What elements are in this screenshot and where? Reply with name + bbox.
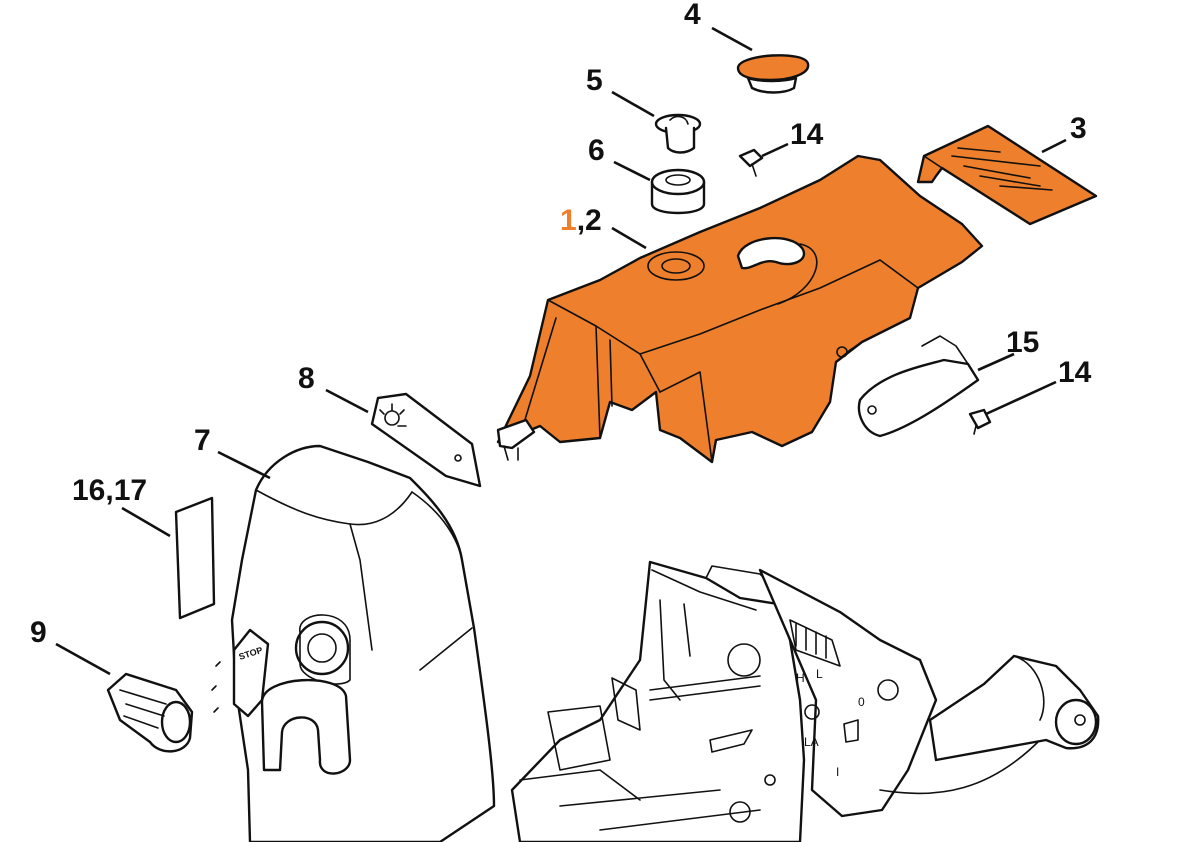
shroud-part bbox=[496, 154, 984, 464]
callout-1-accent: 1 bbox=[560, 204, 577, 237]
screw-part bbox=[968, 408, 992, 435]
callout-9: 9 bbox=[30, 616, 47, 649]
cover-plate-part bbox=[916, 124, 1098, 226]
callout-6: 6 bbox=[588, 134, 605, 167]
crankcase-housing: H L LA 0 I bbox=[510, 560, 1100, 842]
callout-14-bottom: 14 bbox=[1058, 356, 1092, 389]
label-part bbox=[174, 496, 216, 620]
mark-zero: 0 bbox=[858, 695, 865, 709]
mark-h: H bbox=[796, 671, 805, 685]
leader-lines bbox=[55, 26, 1067, 676]
callout-8: 8 bbox=[298, 362, 315, 395]
callout-14-top: 14 bbox=[790, 118, 824, 151]
callout-7: 7 bbox=[194, 424, 211, 457]
callout-2-rest: ,2 bbox=[577, 204, 602, 237]
callout-4: 4 bbox=[684, 0, 701, 31]
carburetor-box-cover-part: STOP bbox=[211, 444, 496, 842]
screw-part bbox=[738, 148, 764, 177]
callout-3: 3 bbox=[1070, 112, 1087, 145]
callout-16-17: 16,17 bbox=[72, 474, 147, 507]
knob-part bbox=[106, 672, 194, 753]
mark-l: L bbox=[816, 667, 823, 681]
protective-cap-part bbox=[857, 335, 980, 438]
callout-15: 15 bbox=[1006, 326, 1039, 359]
pictogram-plate-part bbox=[370, 392, 482, 488]
mark-one: I bbox=[836, 765, 839, 779]
callout-1-2: 1,2 bbox=[560, 204, 602, 237]
callout-labels: 4 5 14 3 6 1,2 15 14 8 7 16,17 9 bbox=[30, 0, 1092, 649]
mark-la: LA bbox=[804, 735, 819, 749]
sleeve-part bbox=[650, 168, 706, 215]
grommet-part bbox=[654, 113, 702, 154]
callout-5: 5 bbox=[586, 64, 603, 97]
plug-part bbox=[736, 54, 810, 94]
